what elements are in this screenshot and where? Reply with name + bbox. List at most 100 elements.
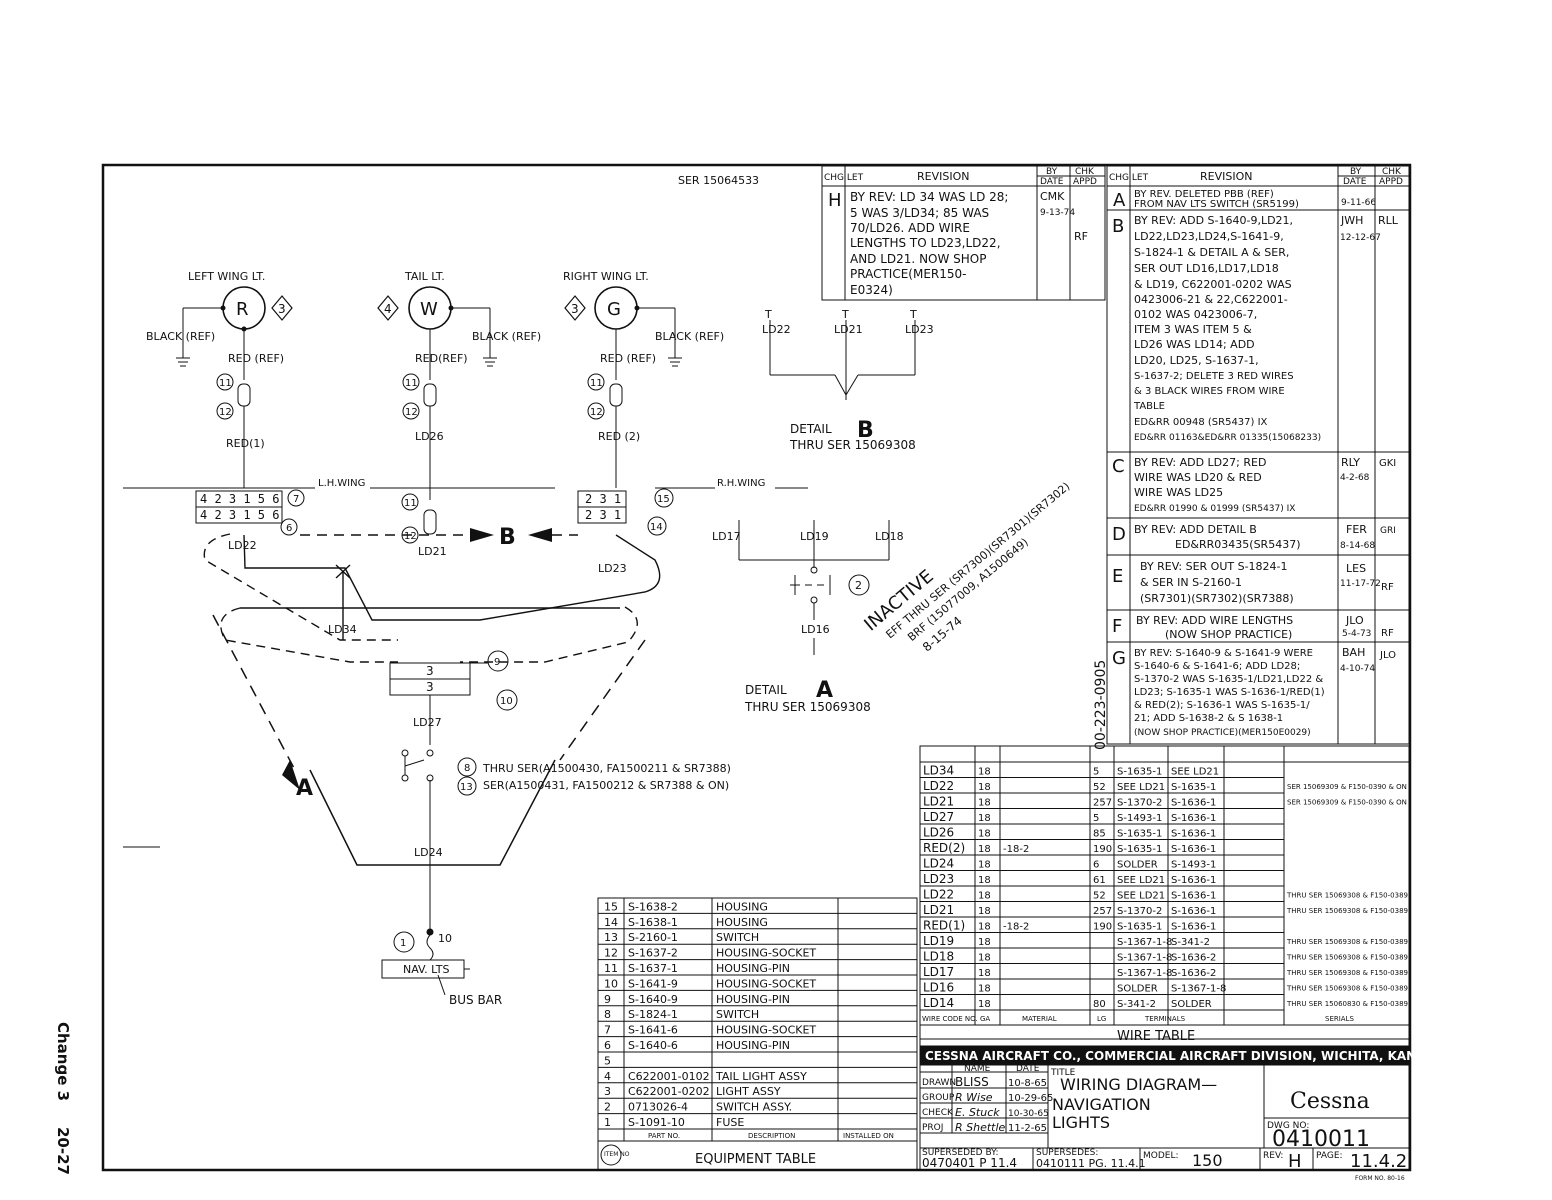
- rev-right-chk: CHK: [1382, 167, 1402, 177]
- rev-b-line9: LD26 WAS LD14; ADD: [1134, 338, 1255, 351]
- form-no: FORM NO. 80-16: [1355, 1175, 1405, 1182]
- detail-b-arrow-right: [528, 528, 552, 542]
- wire-cell-code: LD21: [923, 795, 954, 809]
- side-change-label: Change 3: [54, 1022, 72, 1102]
- detail-b: [769, 320, 916, 400]
- wire-cell-t2: S-1636-1: [1171, 922, 1216, 933]
- trunk-wire: [123, 695, 434, 935]
- rev-a-letter: A: [1113, 190, 1126, 211]
- rev-value: H: [1288, 1151, 1302, 1172]
- wire-cell-ga: 18: [978, 984, 991, 995]
- rev-right-appd: APPD: [1379, 177, 1403, 187]
- rev-c-by: RLY: [1341, 456, 1360, 469]
- wire-cell-ga: 18: [978, 829, 991, 840]
- wire-cell-lg: 257: [1093, 906, 1112, 917]
- wire-cell-t2: S-1636-1: [1171, 798, 1216, 809]
- title-title-h: TITLE: [1050, 1068, 1076, 1078]
- rev-left-chk: CHK: [1075, 167, 1095, 177]
- rev-b-line14: ED&RR 00948 (SR5437) IX: [1134, 417, 1268, 428]
- equip-cell-item: 13: [604, 931, 618, 944]
- wire-cell-code: LD21: [923, 903, 954, 917]
- equip-head-desc: DESCRIPTION: [748, 1132, 795, 1140]
- wire-cell-serials: THRU SER 15069308 & F150-0389: [1286, 938, 1408, 946]
- equip-cell-part: S-1637-1: [628, 962, 678, 975]
- inactive-code: 00-223-0905: [1093, 660, 1109, 750]
- right-light-letter: G: [607, 299, 621, 320]
- wire-cell-t1: SOLDER: [1117, 984, 1158, 995]
- wire-ld22: LD22: [228, 539, 257, 552]
- wire-cell-ga: 18: [978, 813, 991, 824]
- group-name: R Wise: [955, 1091, 993, 1104]
- equip-cell-item: 10: [604, 977, 618, 990]
- wire-cell-t2: S-1367-1-8: [1171, 984, 1226, 995]
- rev-h-by: CMK: [1040, 190, 1065, 203]
- rev-right-chg: CHG LET: [1109, 173, 1149, 183]
- rev-d-date: 8-14-68: [1340, 541, 1375, 551]
- wire-cell-ga: 18: [978, 937, 991, 948]
- wire-cell-ga: 18: [978, 999, 991, 1010]
- wire-cell-t1: SOLDER: [1117, 860, 1158, 871]
- rev-left-title: REVISION: [917, 170, 969, 183]
- rev-h-line1: BY REV: LD 34 WAS LD 28;: [850, 190, 1008, 204]
- tail-light-letter: W: [420, 299, 438, 320]
- group-date: 10-29-65: [1008, 1093, 1053, 1104]
- revision-block-right: [1106, 165, 1410, 745]
- callout-6: 6: [286, 523, 292, 534]
- equip-cell-desc: HOUSING-PIN: [716, 993, 790, 1006]
- wire-cell-code: LD18: [923, 950, 954, 964]
- rev-right-title: REVISION: [1200, 170, 1252, 183]
- rev-a-line2: FROM NAV LTS SWITCH (SR5199): [1134, 199, 1299, 210]
- callout-11-tail: 11: [405, 378, 418, 389]
- left-wing-light-label: LEFT WING LT.: [188, 270, 265, 283]
- tail-black-ref: BLACK (REF): [472, 330, 541, 343]
- wire-cell-lg: 257: [1093, 798, 1112, 809]
- equip-cell-part: 0713026-4: [628, 1101, 688, 1114]
- side-page-label: 20-27: [54, 1127, 72, 1175]
- left-block-row1: 4 2 3 1 5 6: [200, 492, 279, 506]
- rev-a-date: 9-11-66: [1341, 198, 1376, 208]
- wire-head-ga: GA: [980, 1015, 990, 1023]
- callout-11-center: 11: [404, 498, 417, 509]
- rev-left-by: BY: [1046, 167, 1058, 177]
- wire-cell-t1: SEE LD21: [1117, 891, 1165, 902]
- detail-b-wire-ld22: LD22: [762, 323, 791, 336]
- detail-a: [738, 520, 890, 655]
- detail-a-switch-num: 2: [855, 579, 862, 592]
- rev-b-date: 12-12-67: [1340, 233, 1381, 243]
- superseded-by: 0470401 P 11.4: [922, 1156, 1017, 1170]
- equip-cell-part: S-1091-10: [628, 1116, 685, 1129]
- rev-h-date: 9-13-74: [1040, 208, 1075, 218]
- equip-cell-item: 8: [604, 1008, 611, 1021]
- equip-cell-desc: SWITCH: [716, 1008, 759, 1021]
- wire-cell-t2: S-1636-1: [1171, 844, 1216, 855]
- wire-cell-ga: 18: [978, 798, 991, 809]
- wire-cell-code: LD34: [923, 764, 954, 778]
- connector-callouts-top: [216, 373, 605, 420]
- wire-cell-t2: S-1636-1: [1171, 813, 1216, 824]
- equip-cell-part: S-1637-2: [628, 947, 678, 960]
- inactive-stamp: INACTIVE EFF THRU SER (SR7300)(SR7301)(S…: [860, 480, 1072, 655]
- rev-c-line1: BY REV: ADD LD27; RED: [1134, 456, 1266, 469]
- tail-light-item: 4: [384, 302, 392, 316]
- rev-g-chk: JLO: [1379, 650, 1396, 661]
- detail-a-mark-schematic: A: [296, 776, 313, 801]
- rev-c-letter: C: [1112, 456, 1125, 477]
- wire-red2-label: RED (2): [598, 430, 640, 443]
- wire-cell-t2: S-1636-2: [1171, 968, 1216, 979]
- detail-b-letter: B: [857, 418, 874, 443]
- rev-d-line2: ED&RR03435(SR5437): [1175, 538, 1300, 551]
- wire-cell-t2: S-1636-1: [1171, 906, 1216, 917]
- wire-cell-ga: 18: [978, 767, 991, 778]
- rev-g-line2: S-1640-6 & S-1641-6; ADD LD28;: [1134, 661, 1300, 672]
- detail-b-t2: T: [841, 308, 849, 321]
- detail-b-wire-ld21: LD21: [834, 323, 863, 336]
- wire-cell-code: LD26: [923, 826, 954, 840]
- wire-cell-t2: S-1635-1: [1171, 782, 1216, 793]
- rev-g-by: BAH: [1342, 646, 1365, 659]
- equip-cell-desc: HOUSING-PIN: [716, 1039, 790, 1052]
- wire-cell-code: RED(1): [923, 919, 965, 933]
- detail-a-title: DETAIL: [745, 683, 787, 697]
- callout-9: 9: [494, 657, 500, 668]
- callout-12-right: 12: [590, 407, 603, 418]
- serial-top: SER 15064533: [678, 174, 759, 187]
